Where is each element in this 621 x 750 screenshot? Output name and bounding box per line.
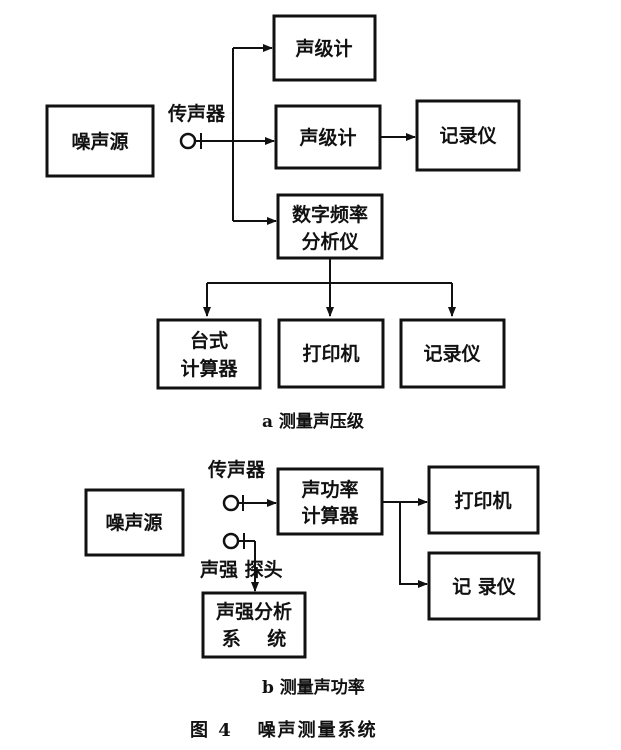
figure-caption: 图 4 噪声测量系统 xyxy=(190,719,378,741)
intensity-probe-icon xyxy=(222,532,255,550)
printer-label-a: 打印机 xyxy=(302,342,359,365)
microphone-icon-a xyxy=(179,132,233,150)
sound-level-meter-box-1 xyxy=(272,14,377,82)
power-calculator-box xyxy=(276,467,384,536)
intensity-probe-label: 声强 探头 xyxy=(199,558,283,581)
microphone-label-a: 传声器 xyxy=(167,102,226,125)
recorder-label-b: 记 录仪 xyxy=(452,576,517,598)
noise-source-label-a: 噪声源 xyxy=(71,130,128,153)
power-calculator-label-line1: 声功率 xyxy=(300,478,358,501)
diagram-b: 噪声源 传声器 声强 探头 声功率 计算器 打印机 记 录仪 声强分析 系 统 … xyxy=(84,458,541,698)
desk-calculator-box xyxy=(156,318,262,390)
analyzer-box xyxy=(276,193,384,260)
analyzer-label-line2: 分析仪 xyxy=(301,230,359,253)
intensity-analyzer-box xyxy=(201,591,307,659)
intensity-analyzer-label-line1: 声强分析 xyxy=(215,600,292,623)
analyzer-label-line1: 数字频率 xyxy=(292,203,368,226)
desk-calculator-label-line1: 台式 xyxy=(190,329,228,352)
caption-b: b 测量声功率 xyxy=(262,677,365,698)
microphone-icon-b xyxy=(222,494,244,512)
desk-calculator-label-line2: 计算器 xyxy=(180,357,238,380)
recorder-box-2 xyxy=(399,318,506,389)
sound-level-meter-label-2: 声级计 xyxy=(298,126,356,149)
diagram-a: 噪声源 传声器 声级计 声级计 记录仪 数字频率 分析仪 台式 计算器 打印机 xyxy=(45,14,521,432)
sound-level-meter-label-1: 声级计 xyxy=(294,37,352,60)
recorder-label-1: 记录仪 xyxy=(439,125,497,147)
intensity-analyzer-label-line2: 系 统 xyxy=(222,627,286,650)
printer-box-a xyxy=(277,318,385,389)
noise-source-label-b: 噪声源 xyxy=(105,511,162,534)
noise-source-box-b xyxy=(84,488,185,557)
recorder-box-b xyxy=(427,551,541,621)
power-calculator-label-line2: 计算器 xyxy=(301,504,359,527)
recorder-label-2: 记录仪 xyxy=(423,343,481,365)
recorder-box-1 xyxy=(415,99,521,172)
noise-source-box-a xyxy=(45,104,155,178)
printer-box-b xyxy=(427,465,540,535)
printer-label-b: 打印机 xyxy=(454,489,511,512)
arrow-to-recorder-b xyxy=(399,502,428,588)
microphone-label-b: 传声器 xyxy=(207,458,266,481)
caption-a: a 测量声压级 xyxy=(262,411,364,432)
